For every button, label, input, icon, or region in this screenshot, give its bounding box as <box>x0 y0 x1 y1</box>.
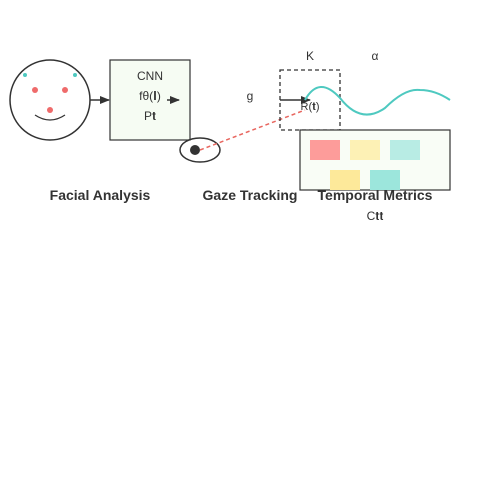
eye-icon <box>179 137 221 163</box>
cnn-formula: fθ(𝐈) <box>139 89 161 103</box>
face-mouth <box>34 114 66 121</box>
gaze-symbol: g <box>247 89 254 103</box>
rotation-symbol: R(𝐭) <box>301 101 320 113</box>
face-icon <box>9 59 91 141</box>
section-facial-analysis: Facial Analysis <box>50 187 151 203</box>
landmark-left-eye <box>32 87 38 93</box>
metric-cell-yellow-2 <box>330 170 360 190</box>
alpha-symbol: α <box>372 49 379 63</box>
section-temporal-metrics: Temporal Metrics <box>318 187 433 203</box>
landmark-right-brow <box>73 73 77 77</box>
metric-cell-teal-light <box>390 140 420 160</box>
gaze-ray <box>199 109 306 151</box>
eye-pupil <box>190 145 200 155</box>
cnn-title: CNN <box>137 69 163 83</box>
metric-cell-teal <box>370 170 400 190</box>
landmark-left-brow <box>23 73 27 77</box>
metric-cell-yellow <box>350 140 380 160</box>
metrics-panel <box>299 129 451 191</box>
metric-cell-red <box>310 140 340 160</box>
landmark-nose <box>47 107 53 113</box>
kernel-symbol: K <box>306 49 314 63</box>
section-gaze-tracking: Gaze Tracking <box>203 187 298 203</box>
landmark-right-eye <box>62 87 68 93</box>
temporal-wave <box>304 86 451 116</box>
metric-symbol: C𝐭𝐭 <box>367 209 384 223</box>
cnn-output: P𝐭 <box>144 109 156 123</box>
